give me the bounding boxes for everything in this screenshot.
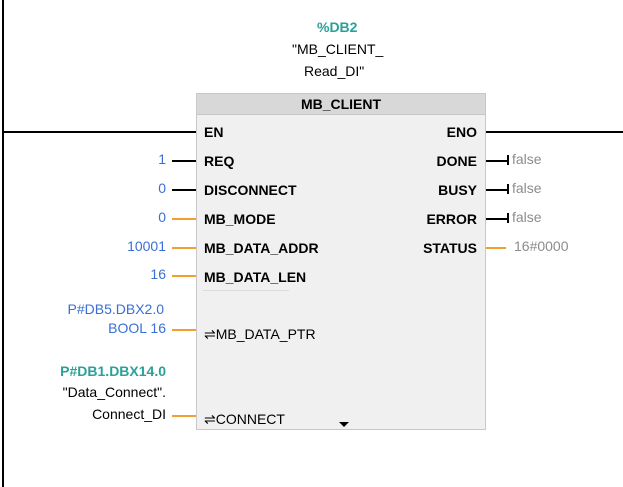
expand-caret-icon[interactable] [339,422,349,427]
pin-mb-data-addr: MB_DATA_ADDR [204,240,319,256]
done-wire [486,160,508,162]
instance-db-name-line1[interactable]: "MB_CLIENT_ [292,41,384,57]
pin-divider [203,290,289,291]
disconnect-value[interactable]: 0 [158,180,166,196]
req-wire [172,160,196,162]
error-wire [486,218,508,220]
en-power-wire [3,131,196,133]
error-wire-end [507,213,509,223]
pin-done: DONE [436,153,477,169]
mb-data-ptr-value-line2[interactable]: BOOL 16 [108,320,166,336]
status-wire [486,247,506,249]
mb-data-ptr-wire [172,329,196,331]
eno-power-wire [486,131,623,133]
left-power-rail [2,0,4,487]
mb-data-len-value[interactable]: 16 [150,266,166,282]
mb-mode-value[interactable]: 0 [158,209,166,225]
mb-data-addr-value[interactable]: 10001 [127,238,166,254]
pin-en: EN [204,124,224,140]
busy-value: false [512,180,542,196]
pin-mb-mode: MB_MODE [204,211,276,227]
pin-req: REQ [204,153,235,169]
mb-data-len-wire [172,275,196,277]
busy-wire [486,189,508,191]
done-value: false [512,151,542,167]
pin-status: STATUS [423,240,477,256]
connect-value-line3[interactable]: Connect_DI [92,406,166,422]
pin-mb-data-len: MB_DATA_LEN [204,269,307,285]
error-value: false [512,209,542,225]
status-value: 16#0000 [514,238,569,254]
instance-db-number[interactable]: %DB2 [317,19,358,35]
mb-mode-wire [172,218,196,220]
pin-error: ERROR [426,211,477,227]
pin-eno: ENO [446,124,477,140]
pin-connect: ⇌CONNECT [204,411,285,427]
block-title: MB_CLIENT [197,94,485,115]
pin-disconnect: DISCONNECT [204,182,297,198]
disconnect-wire [172,189,196,191]
instance-db-name-line2[interactable]: Read_DI" [304,63,365,79]
connect-wire [172,415,196,417]
mb-client-block[interactable]: MB_CLIENT EN REQ DISCONNECT MB_MODE MB_D… [196,93,486,430]
mb-data-ptr-value-line1[interactable]: P#DB5.DBX2.0 [67,301,165,317]
done-wire-end [507,155,509,165]
connect-value-line2[interactable]: "Data_Connect". [62,384,166,400]
connect-value-line1[interactable]: P#DB1.DBX14.0 [60,363,166,379]
pin-mb-data-ptr: ⇌MB_DATA_PTR [204,326,316,342]
mb-data-addr-wire [172,247,196,249]
busy-wire-end [507,184,509,194]
pin-busy: BUSY [438,182,477,198]
req-value[interactable]: 1 [158,151,166,167]
